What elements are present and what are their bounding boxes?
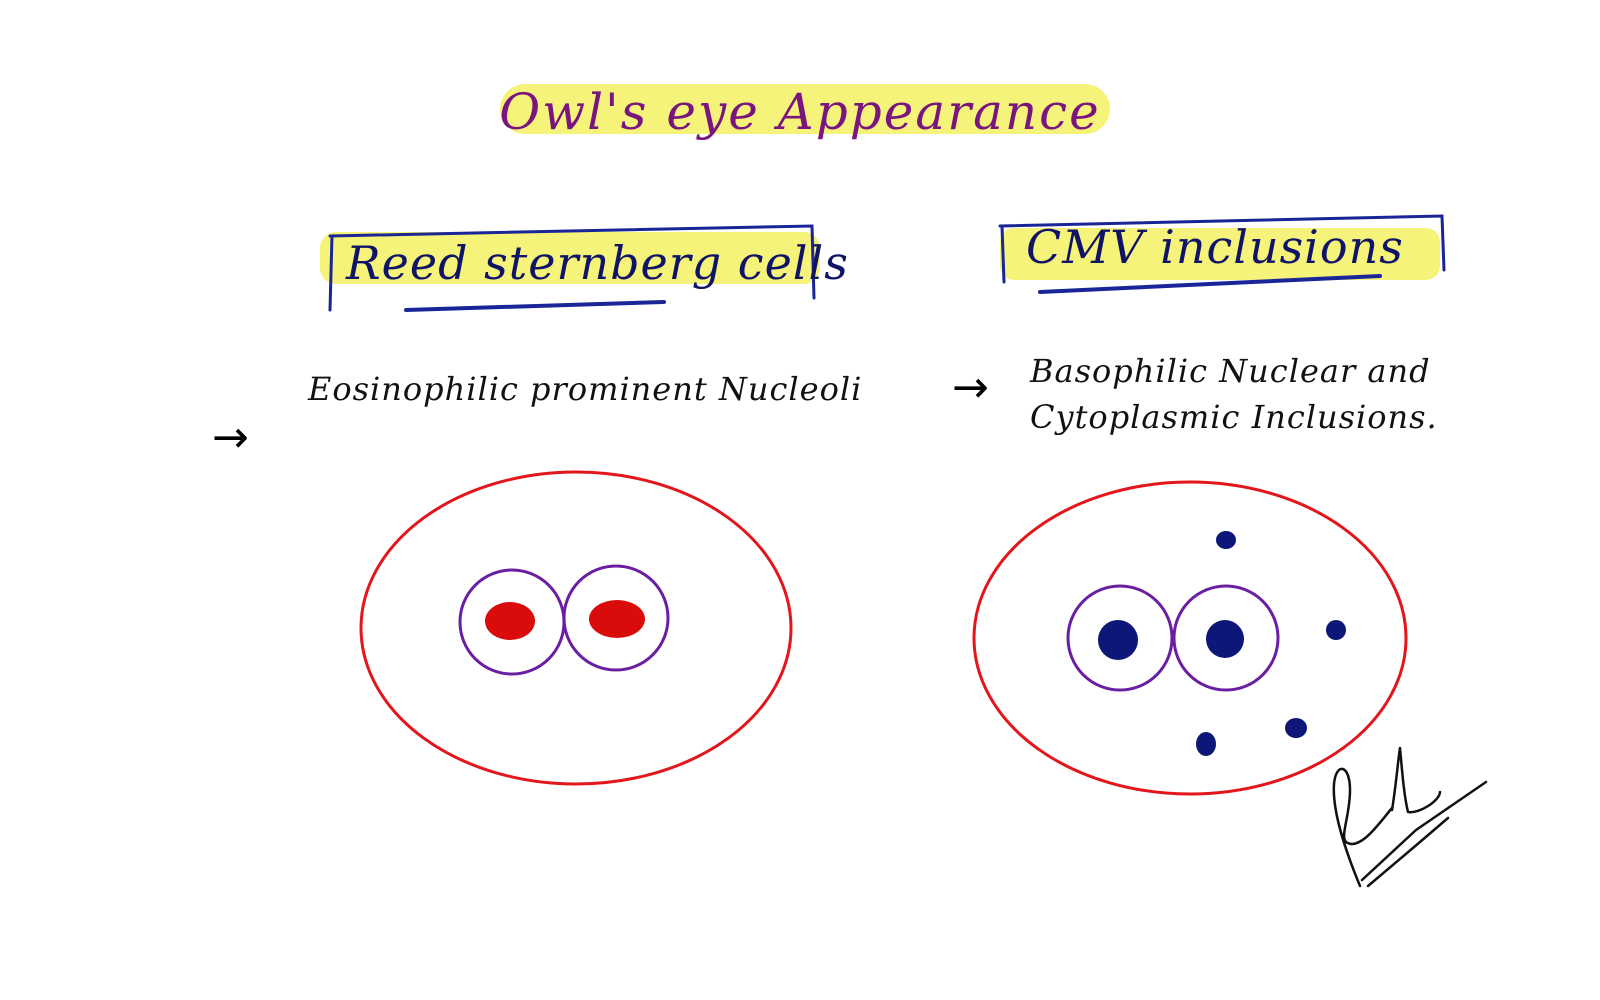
reed-sternberg-cell bbox=[359, 470, 793, 786]
right-arrow-icon: → bbox=[212, 412, 249, 463]
page-title: Owl's eye Appearance bbox=[499, 83, 1101, 141]
signature bbox=[1332, 746, 1488, 888]
cmv-cytoplasmic-inclusion bbox=[1196, 732, 1216, 756]
cmv-cytoplasmic-inclusion bbox=[1216, 531, 1236, 549]
cmv-note-line-1: Basophilic Nuclear and bbox=[1030, 352, 1431, 390]
rs-heading-underline bbox=[404, 300, 666, 312]
rs-heading: Reed sternberg cells bbox=[346, 236, 849, 290]
cmv-cell bbox=[972, 480, 1408, 796]
cmv-heading-box bbox=[998, 214, 1446, 284]
cmv-nucleus-left bbox=[1066, 584, 1174, 692]
title-highlight bbox=[500, 84, 1110, 134]
rs-cell-outline bbox=[359, 470, 793, 786]
rs-nucleolus-right bbox=[589, 600, 645, 638]
rs-heading-box bbox=[328, 224, 816, 312]
cmv-note-line-2: Cytoplasmic Inclusions. bbox=[1030, 398, 1438, 436]
cmv-cytoplasmic-inclusion bbox=[1285, 718, 1307, 738]
cmv-nucleus-right bbox=[1172, 584, 1280, 692]
rs-nucleus-right bbox=[562, 564, 670, 672]
cmv-cytoplasmic-inclusion bbox=[1326, 620, 1346, 640]
cmv-nuclear-inclusion-left bbox=[1098, 620, 1138, 660]
cmv-heading: CMV inclusions bbox=[1026, 220, 1404, 274]
cmv-nuclear-inclusion-right bbox=[1206, 620, 1244, 658]
right-arrow-icon: → bbox=[952, 362, 989, 413]
cmv-heading-highlight bbox=[1000, 228, 1440, 280]
rs-note: Eosinophilic prominent Nucleoli bbox=[308, 370, 863, 408]
cmv-cell-outline bbox=[972, 480, 1408, 796]
cmv-note: Basophilic Nuclear and Cytoplasmic Inclu… bbox=[1030, 348, 1438, 440]
rs-nucleolus-left bbox=[485, 602, 535, 640]
cmv-heading-underline bbox=[1038, 274, 1382, 294]
rs-heading-highlight bbox=[320, 232, 820, 284]
